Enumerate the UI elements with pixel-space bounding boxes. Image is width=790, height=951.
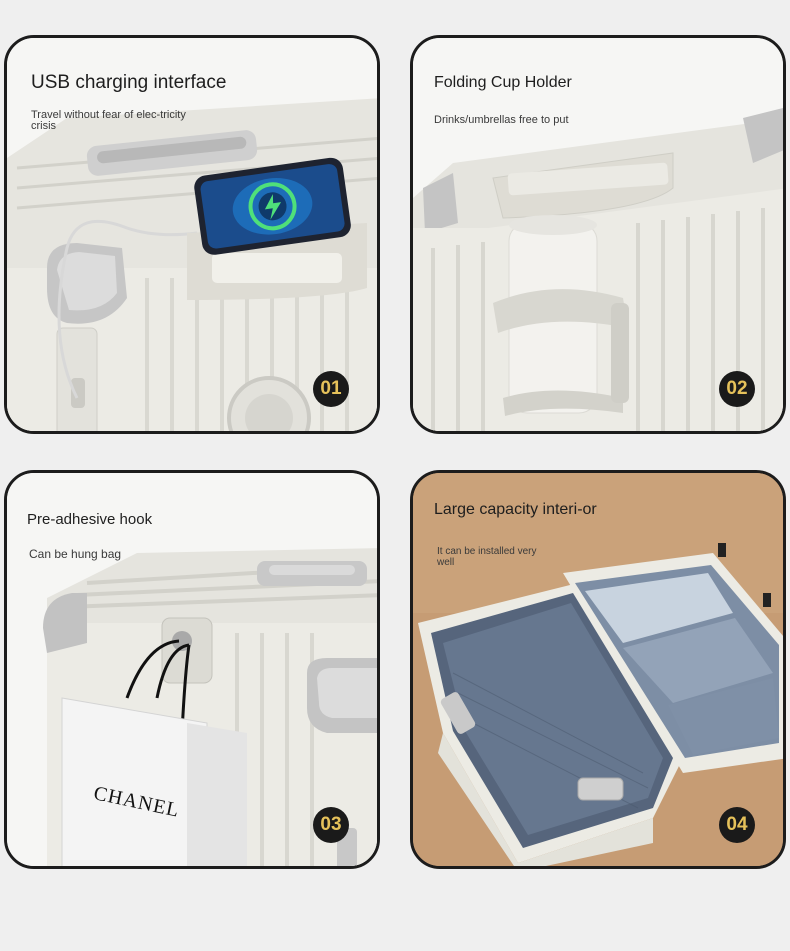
feature-card-hook: Pre-adhesive hook Can be hung bag CHANEL… xyxy=(4,470,380,869)
feature-card-capacity: Large capacity interi-or It can be insta… xyxy=(410,470,786,869)
feature-card-cup-holder: Folding Cup Holder Drinks/umbrellas free… xyxy=(410,35,786,434)
hook-illustration xyxy=(7,473,377,866)
open-suitcase-icon xyxy=(413,473,783,866)
wireless-charging-icon xyxy=(248,182,297,231)
feature-subtitle: Travel without fear of elec-tricity cris… xyxy=(31,109,186,132)
feature-number-badge: 03 xyxy=(313,807,349,843)
feature-title: Large capacity interi-or xyxy=(434,501,597,518)
phone-icon xyxy=(194,157,351,255)
feature-subtitle: Drinks/umbrellas free to put xyxy=(434,114,569,126)
feature-title: USB charging interface xyxy=(31,72,227,93)
usb-charging-illustration xyxy=(7,38,377,431)
shopping-bag-icon xyxy=(61,639,247,866)
cup-holder-illustration xyxy=(413,38,783,431)
feature-title: Pre-adhesive hook xyxy=(27,511,153,528)
feature-subtitle: It can be installed very well xyxy=(437,546,537,568)
feature-title: Folding Cup Holder xyxy=(434,74,572,91)
feature-card-usb-charging: USB charging interface Travel without fe… xyxy=(4,35,380,434)
feature-number-badge: 01 xyxy=(313,371,349,407)
feature-subtitle: Can be hung bag xyxy=(29,547,122,561)
feature-number-badge: 02 xyxy=(719,371,755,407)
feature-number-badge: 04 xyxy=(719,807,755,843)
